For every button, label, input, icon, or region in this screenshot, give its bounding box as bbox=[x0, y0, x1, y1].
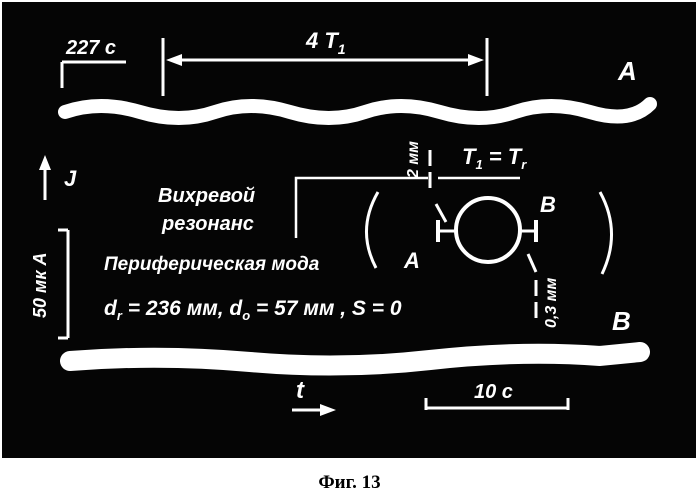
period-equation-label: T1 = Tr bbox=[462, 144, 527, 172]
vortex-resonance-label-line1: Вихревой bbox=[158, 185, 255, 207]
current-scale-label: 50 мк А bbox=[30, 253, 50, 318]
dim-2mm-label: 2 мм bbox=[405, 141, 422, 179]
oscillogram-figure: 227 с 4 T1 A B J 50 мк А Вихревой резона… bbox=[0, 0, 699, 470]
dim-03mm-label: 0,3 мм bbox=[543, 277, 560, 328]
trace-b-label: B bbox=[612, 306, 631, 336]
side-a-label: A bbox=[403, 248, 420, 273]
trace-a-label: A bbox=[617, 56, 637, 86]
dark-photo-panel bbox=[2, 2, 696, 458]
scale-10s-label: 10 с bbox=[474, 381, 513, 403]
time-axis-label: t bbox=[296, 377, 305, 404]
vortex-resonance-label-line2: резонанс bbox=[161, 213, 254, 235]
figure-caption: Фиг. 13 bbox=[0, 472, 699, 494]
current-axis-label: J bbox=[64, 166, 77, 191]
parameters-label: dr = 236 мм, dо = 57 мм , S = 0 bbox=[104, 297, 402, 323]
side-b-label: B bbox=[540, 192, 556, 217]
time-227-label: 227 с bbox=[65, 37, 116, 59]
peripheral-mode-label: Периферическая мода bbox=[104, 254, 320, 275]
